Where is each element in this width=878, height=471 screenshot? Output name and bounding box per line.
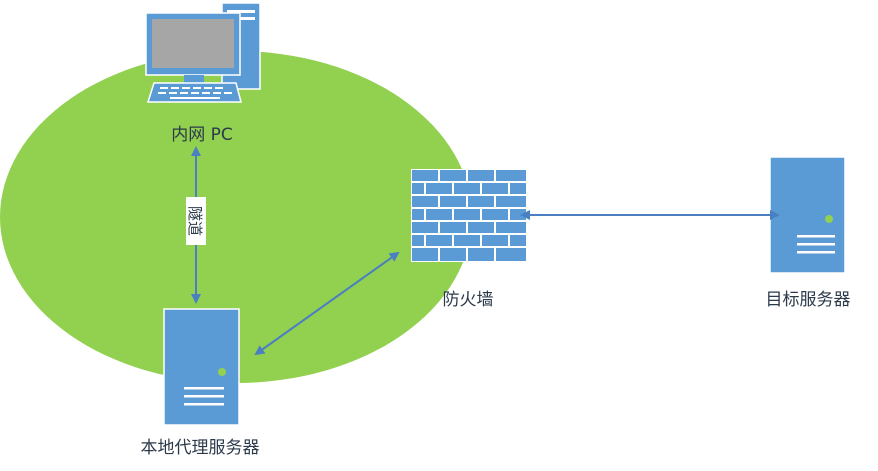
tunnel-label: 隧道 bbox=[186, 206, 204, 236]
server-icon bbox=[163, 308, 240, 426]
target-server-label: 目标服务器 bbox=[766, 290, 851, 310]
desktop-computer-icon bbox=[145, 2, 261, 103]
server-icon bbox=[769, 156, 846, 274]
tunnel-label-box bbox=[186, 197, 206, 245]
firewall-label: 防火墙 bbox=[443, 290, 494, 310]
proxy-server-label: 本地代理服务器 bbox=[141, 438, 260, 458]
proxy-firewall-connector bbox=[254, 251, 400, 356]
pc-label: 内网 PC bbox=[171, 125, 233, 145]
firewall-brick-wall-icon bbox=[411, 169, 527, 262]
